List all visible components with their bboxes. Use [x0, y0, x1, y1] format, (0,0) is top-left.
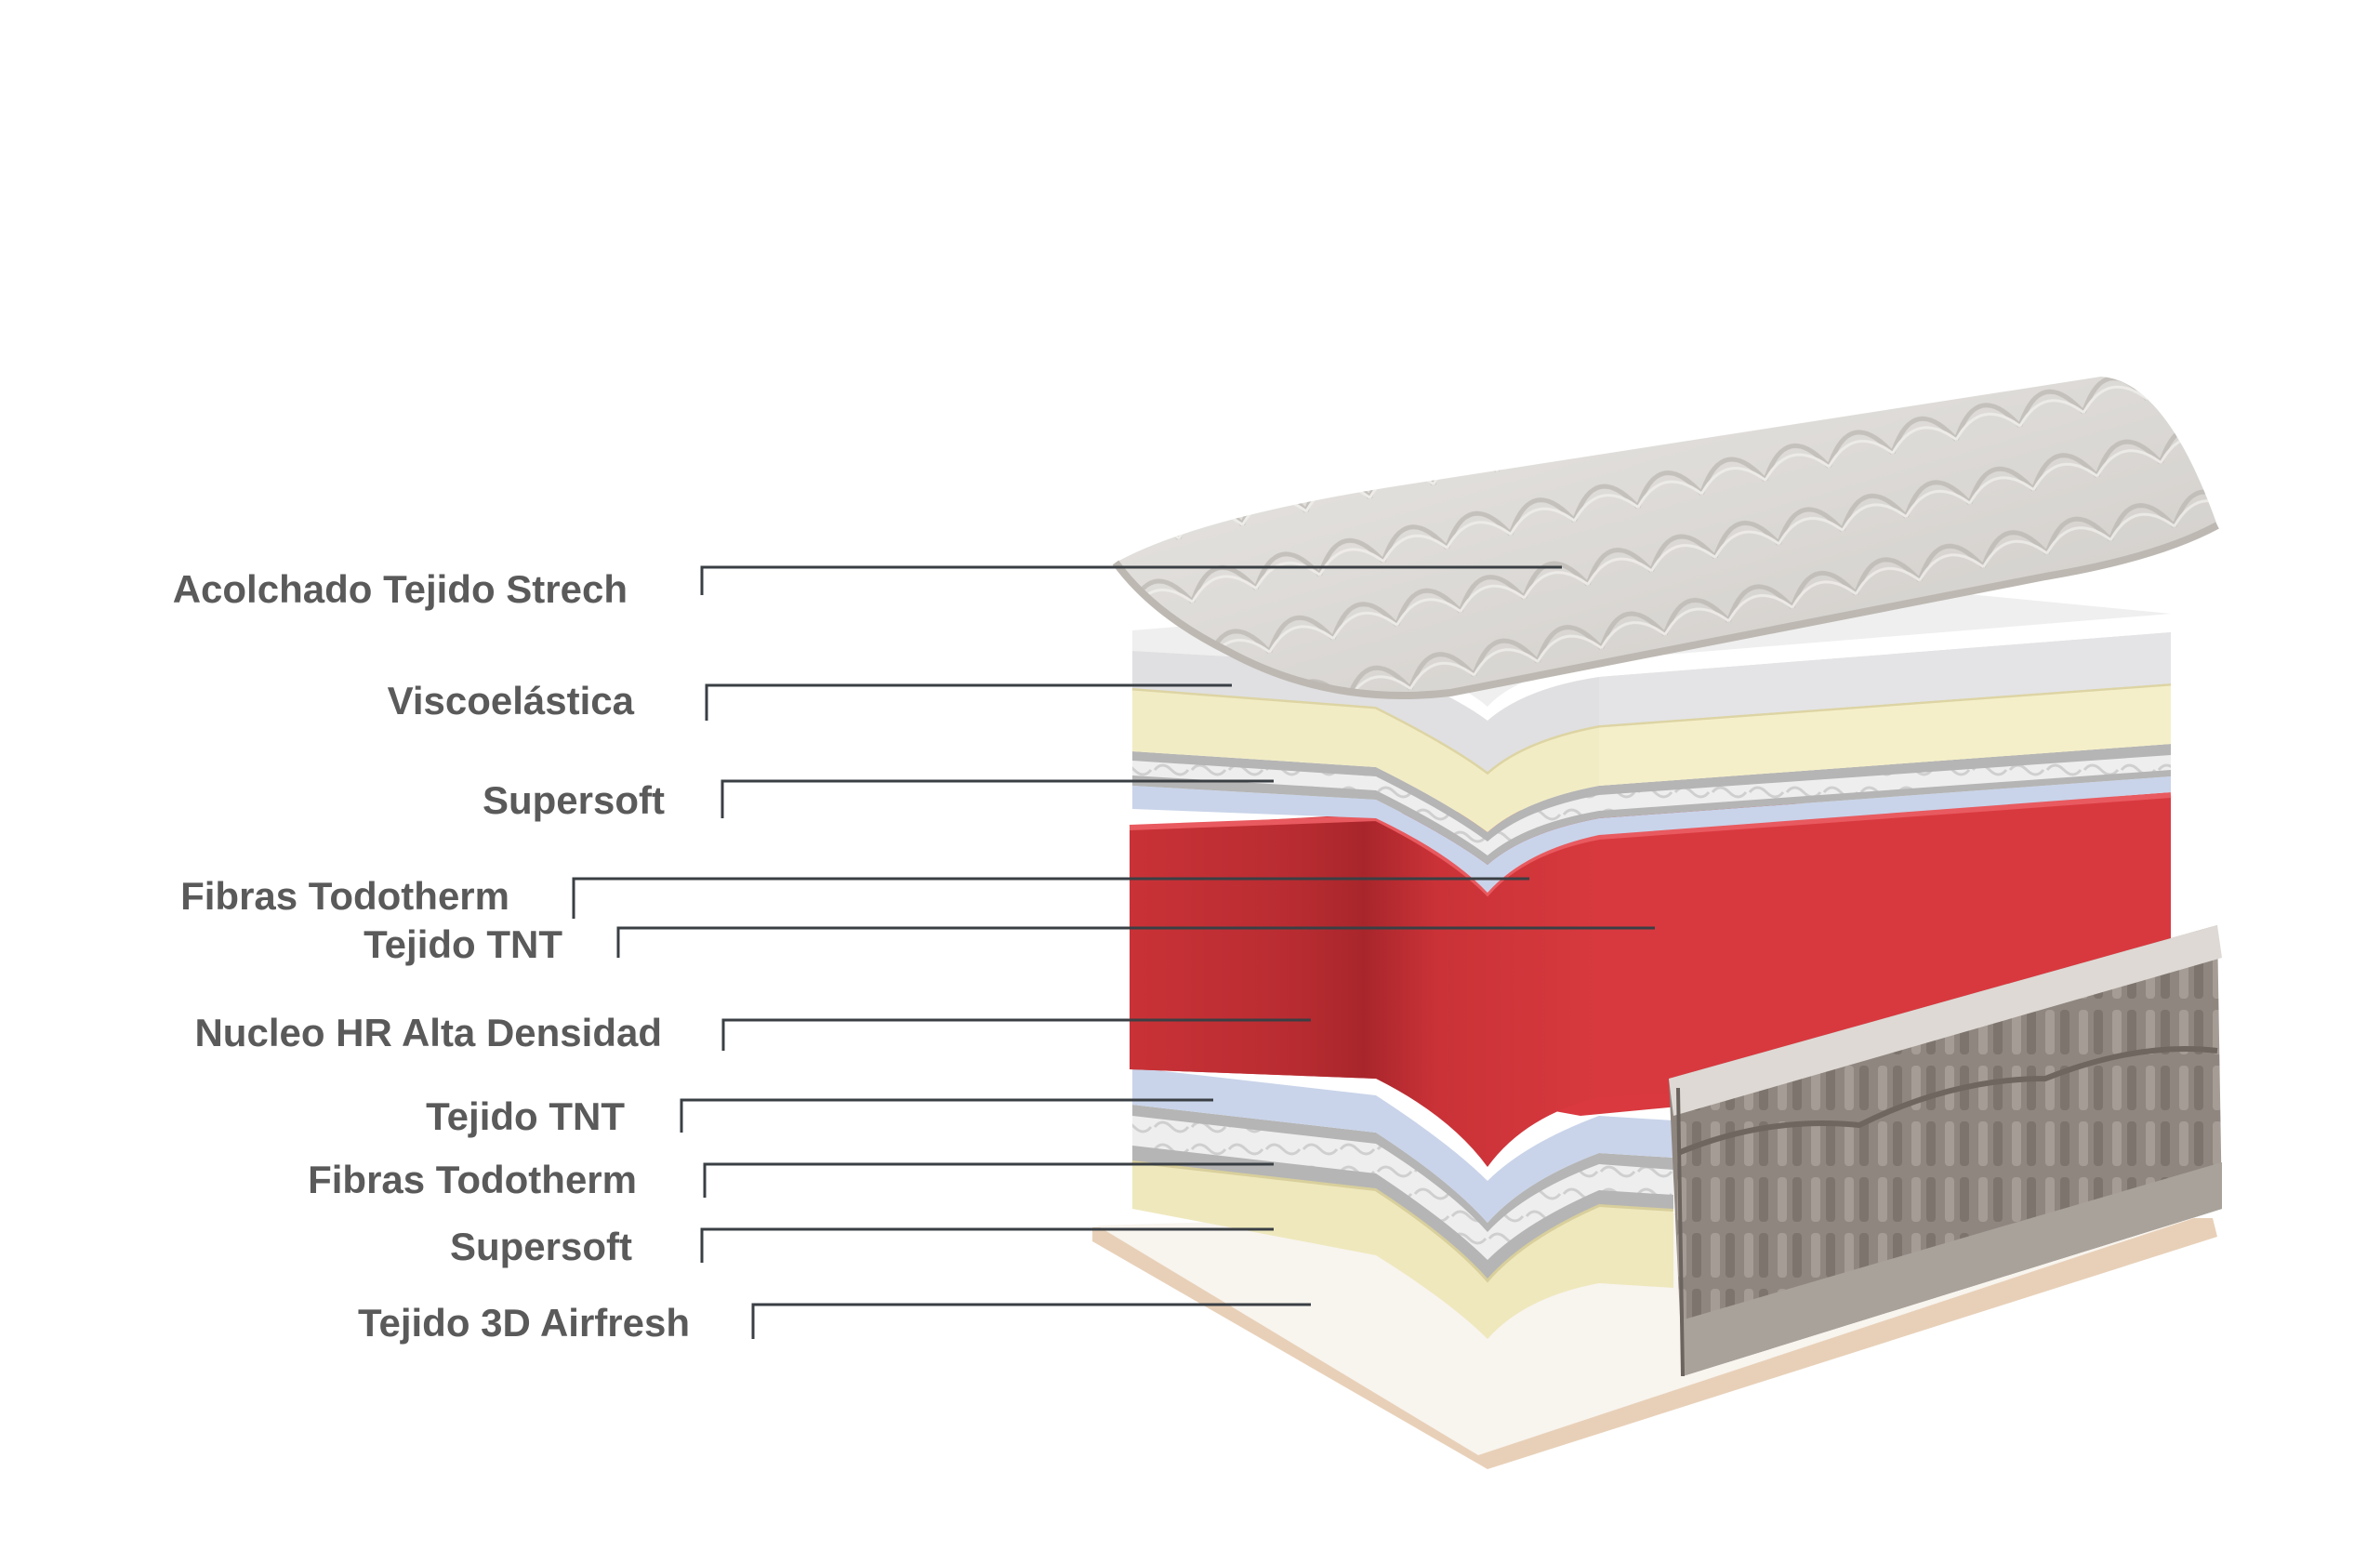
leader-line-3 [721, 779, 1274, 818]
label-airfresh: Tejido 3D Airfresh [358, 1301, 690, 1345]
label-supersoft-lower: Supersoft [450, 1225, 632, 1268]
label-tnt-upper: Tejido TNT [364, 922, 562, 966]
leader-line-4 [572, 877, 1529, 919]
leader-line-6 [721, 1018, 1311, 1051]
leader-line-2 [705, 683, 1232, 721]
label-fibras-lower: Fibras Todotherm [308, 1158, 637, 1201]
label-viscoelastica: Viscoelástica [388, 679, 635, 722]
leader-line-8 [703, 1162, 1274, 1198]
leader-line-7 [680, 1098, 1213, 1133]
leader-line-9 [700, 1227, 1274, 1263]
quilted-top-layer [1112, 377, 2219, 699]
lower-tnt-layer [1132, 1067, 1673, 1223]
leader-line-1 [700, 565, 1562, 595]
upper-tnt-layer [1132, 776, 2171, 893]
leader-line-5 [616, 926, 1655, 958]
leader-line-10 [751, 1303, 1311, 1339]
layer-labels: Acolchado Tejido Strech Viscoelástica Su… [173, 567, 690, 1345]
upper-fibras-layer [1132, 744, 2171, 865]
leader-lines [572, 565, 1655, 1339]
side-border-fabric [1669, 925, 2222, 1377]
label-tnt-lower: Tejido TNT [426, 1094, 625, 1138]
label-fibras-upper: Fibras Todotherm [180, 874, 509, 918]
label-acolchado: Acolchado Tejido Strech [173, 567, 628, 611]
lower-fibras-layer [1132, 1105, 1673, 1279]
label-supersoft-upper: Supersoft [483, 778, 665, 822]
label-nucleo: Nucleo HR Alta Densidad [194, 1011, 662, 1054]
